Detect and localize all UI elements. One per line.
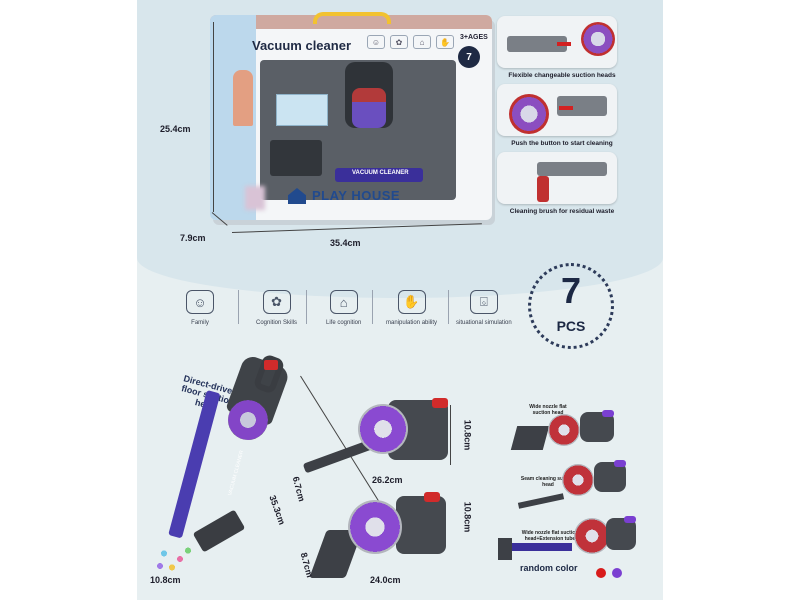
ages-label: 3+AGES [460,34,488,41]
feature-manipulation: ✋ manipulation ability [386,290,437,326]
hand-icon: ✋ [397,290,426,314]
variant-label: Wide nozzle flat suction head+Extension … [521,530,579,542]
box-vacuum-cylinder [352,88,386,128]
box-nozzle [270,140,322,176]
inset-suction-heads [497,16,617,68]
top-length-dim: 26.2cm [372,475,403,485]
brain-icon: ✿ [262,290,291,314]
family-icon: ☺ [186,290,214,314]
stick-cylinder [228,400,268,440]
hand-icon: ✋ [436,35,454,49]
box-tube [335,168,423,182]
home-icon: ⌂ [329,290,358,314]
feature-simulation: ⌺ situational simulation [456,290,512,326]
box-depth-dim: 7.9cm [180,233,206,243]
family-icon: ☺ [367,35,385,49]
box-height-dim: 25.4cm [160,124,191,134]
box-width-dim: 35.4cm [330,238,361,248]
bottom-height-dim: 10.8cm [462,501,473,533]
bottom-length-dim: 24.0cm [370,575,401,585]
pcs-number: 7 [560,270,582,311]
pcs-ring [528,263,614,349]
arrow-icon [559,106,573,110]
box-feature-icons: ☺ ✿ ⌂ ✋ [367,35,454,49]
basket-icon: ⌺ [469,290,498,314]
feature-cognition: ✿ Cognition Skills [256,290,297,326]
beads [156,545,196,573]
color-swatch-purple [612,568,622,578]
top-height-dim: 10.8cm [462,419,473,451]
box-handle [313,12,391,24]
feature-life: ⌂ Life cognition [326,290,361,326]
box-title: Vacuum cleaner [252,38,351,53]
inset-caption: Flexible changeable suction heads [508,72,616,79]
box-pcs-badge: 7 [458,46,480,68]
home-icon: ⌂ [413,35,431,49]
random-color-label: random color [520,563,578,573]
box-tube-label: VACUUM CLEANER [352,170,409,176]
variant-label: Seam cleaning suction head [520,476,576,488]
inset-caption: Push the button to start cleaning [511,140,613,147]
blurred-logo [245,186,265,210]
feature-family: ☺ Family [186,290,214,326]
pcs-text: PCS [556,318,586,334]
inset-push-button [497,84,617,136]
arrow-icon [557,42,571,46]
inset-caption: Cleaning brush for residual waste [509,208,615,215]
brain-icon: ✿ [390,35,408,49]
box-card [276,94,328,126]
brand-name: PLAY HOUSE [312,188,401,203]
variant-label: Wide nozzle flat suction head [529,404,567,416]
stick-head-dim: 10.8cm [150,575,181,585]
house-icon [288,188,306,204]
stick-red-cap [264,360,278,370]
inset-cleaning-brush [497,152,617,204]
color-swatch-red [596,568,606,578]
box-child-figure [233,70,253,126]
